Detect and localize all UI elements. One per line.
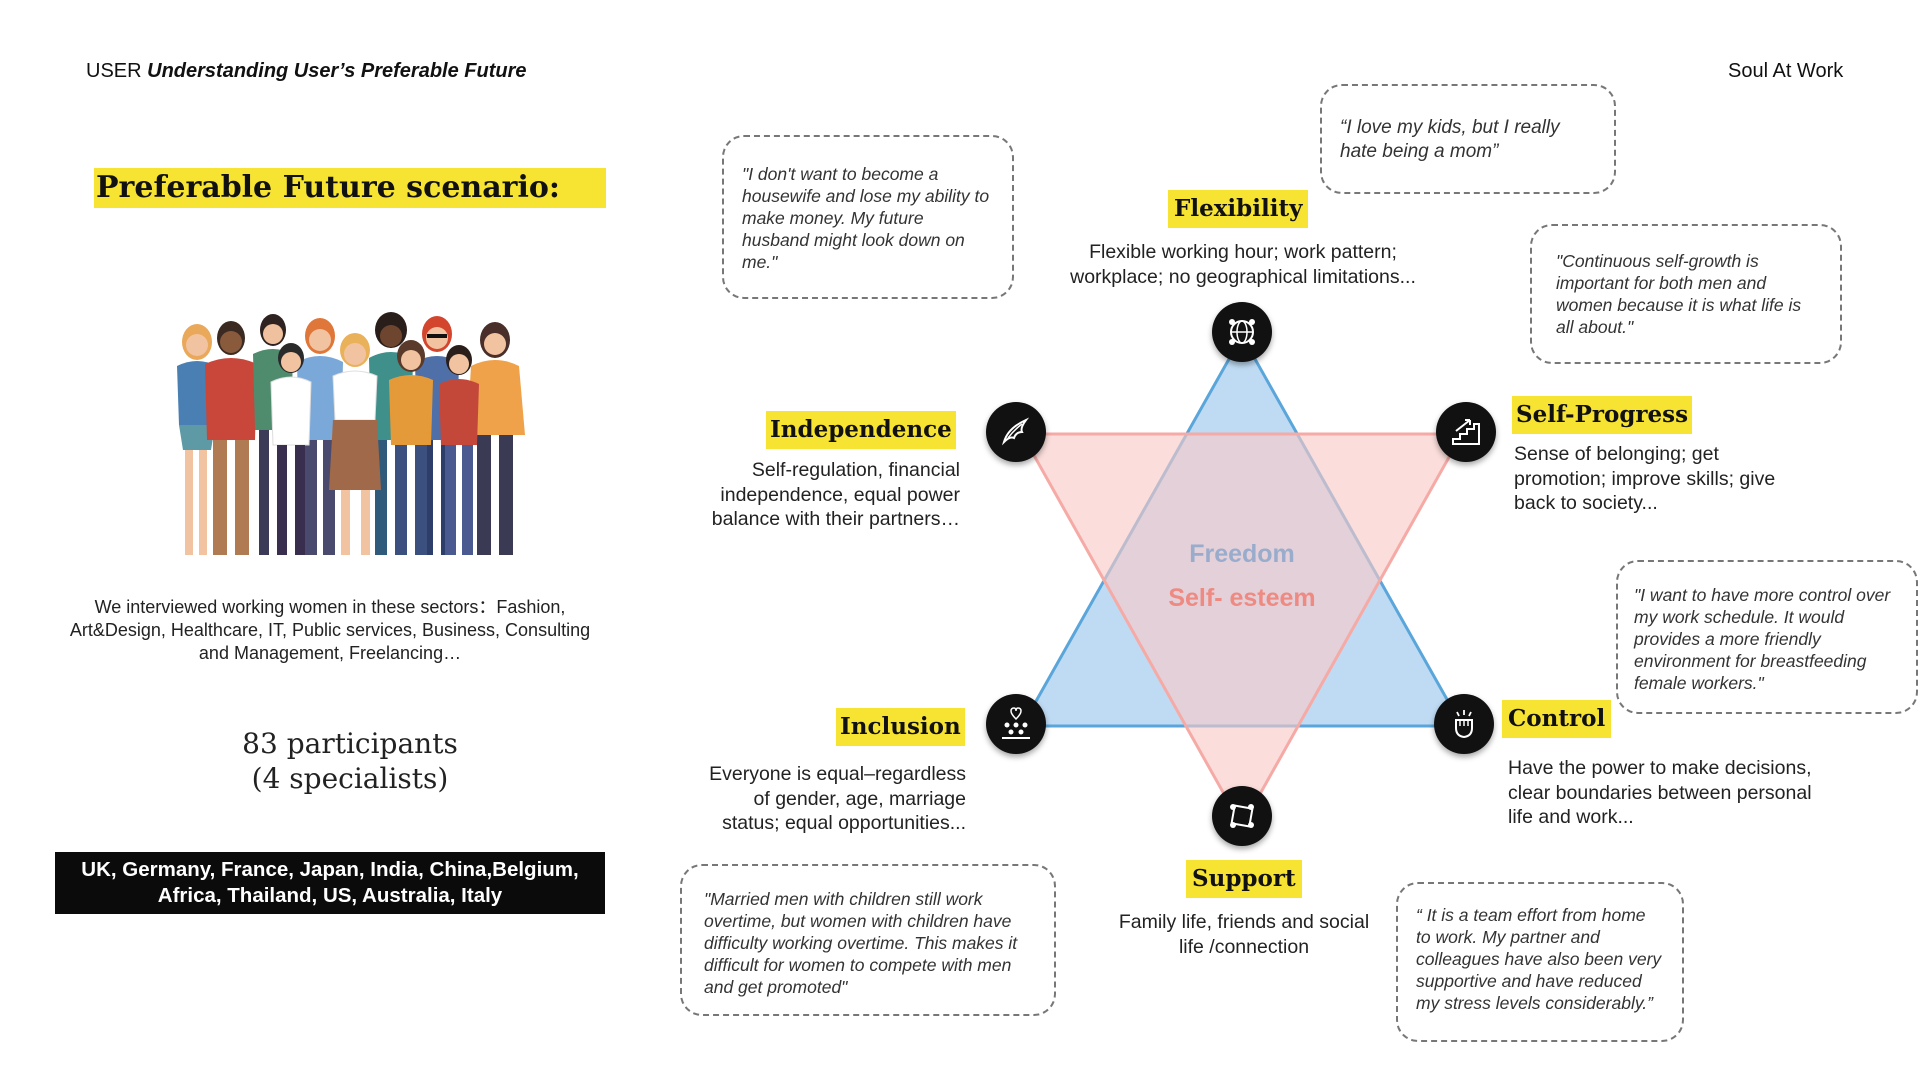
independence-title: Independence: [766, 411, 956, 449]
women-group-illustration: [177, 312, 525, 555]
brand-name: Soul At Work: [1728, 60, 1844, 82]
inclusion-title: Inclusion: [836, 708, 965, 746]
participants-line: 83 participants: [242, 727, 458, 760]
woman-figure: [297, 318, 343, 555]
header-title: USER Understanding User’s Preferable Fut…: [86, 60, 527, 83]
participants-count: 83 participants (4 specialists): [150, 726, 550, 796]
self-progress-quote-bubble: "Continuous self-growth is important for…: [1530, 224, 1842, 364]
quote-text: "Married men with children still work ov…: [704, 889, 1018, 997]
control-quote-bubble: "I want to have more control over my wor…: [1616, 560, 1918, 714]
control-title: Control: [1502, 700, 1612, 738]
self-progress-description: Sense of belonging; get promotion; impro…: [1514, 443, 1776, 514]
self-progress-icon-circle: [1436, 402, 1496, 462]
growth-stairs-icon: [1452, 419, 1480, 445]
raised-fist-icon: [1455, 710, 1473, 739]
woman-figure: [467, 322, 525, 555]
quote-text: "I want to have more control over my wor…: [1634, 585, 1891, 693]
self-esteem-label: Self- esteem: [1168, 584, 1316, 612]
inclusion-quote-bubble: "Married men with children still work ov…: [680, 864, 1056, 1016]
specialists-line: (4 specialists): [251, 762, 449, 795]
flexibility-title: Flexibility: [1168, 190, 1309, 228]
quote-text: “I love my kids, but I really hate being…: [1340, 117, 1560, 162]
inclusion-icon-circle: [986, 694, 1046, 754]
support-quote-bubble: “ It is a team effort from home to work.…: [1396, 882, 1684, 1042]
linked-hands-icon: [1230, 804, 1254, 828]
woman-figure: [205, 321, 257, 555]
quote-text: "Continuous self-growth is important for…: [1556, 251, 1802, 337]
support-title: Support: [1186, 860, 1302, 898]
countries-line: Africa, Thailand, US, Australia, Italy: [157, 884, 503, 907]
self-progress-title: Self-Progress: [1512, 396, 1693, 434]
independence-description: Self-regulation, financial independence,…: [711, 459, 960, 530]
scenario-title: Preferable Future scenario:: [94, 168, 606, 208]
quote-text: "I don't want to become a housewife and …: [742, 164, 990, 272]
globe-network-icon: [1229, 319, 1255, 345]
header-subtitle: Understanding User’s Preferable Future: [147, 60, 527, 82]
independence-icon-circle: [986, 402, 1046, 462]
header-prefix: USER: [86, 60, 142, 82]
quote-text: “ It is a team effort from home to work.…: [1416, 905, 1662, 1013]
woman-figure: [439, 345, 479, 555]
community-heart-icon: [1002, 707, 1030, 739]
wing-hand-icon: [1001, 417, 1030, 446]
control-icon-circle: [1434, 694, 1494, 754]
support-icon-circle: [1212, 786, 1272, 846]
control-description: Have the power to make decisions, clear …: [1508, 757, 1812, 828]
flexibility-icon-circle: [1212, 302, 1272, 362]
support-description: Family life, friends and social life /co…: [1118, 911, 1370, 958]
inclusion-description: Everyone is equal–regardless of gender, …: [709, 763, 966, 834]
woman-figure: [389, 340, 433, 555]
self-esteem-triangle: [1019, 432, 1465, 820]
flexibility-quote-bubble: “I love my kids, but I really hate being…: [1320, 84, 1616, 194]
countries-line: UK, Germany, France, Japan, India, China…: [81, 858, 579, 881]
independence-quote-bubble: "I don't want to become a housewife and …: [722, 135, 1014, 299]
interview-description: We interviewed working women in these se…: [69, 597, 591, 663]
flexibility-description: Flexible working hour; work pattern; wor…: [1070, 241, 1416, 288]
woman-figure: [270, 343, 312, 555]
freedom-label: Freedom: [1189, 540, 1295, 568]
woman-figure: [329, 333, 381, 555]
countries-banner: UK, Germany, France, Japan, India, China…: [55, 852, 605, 914]
hexagram-diagram: [1019, 332, 1465, 820]
